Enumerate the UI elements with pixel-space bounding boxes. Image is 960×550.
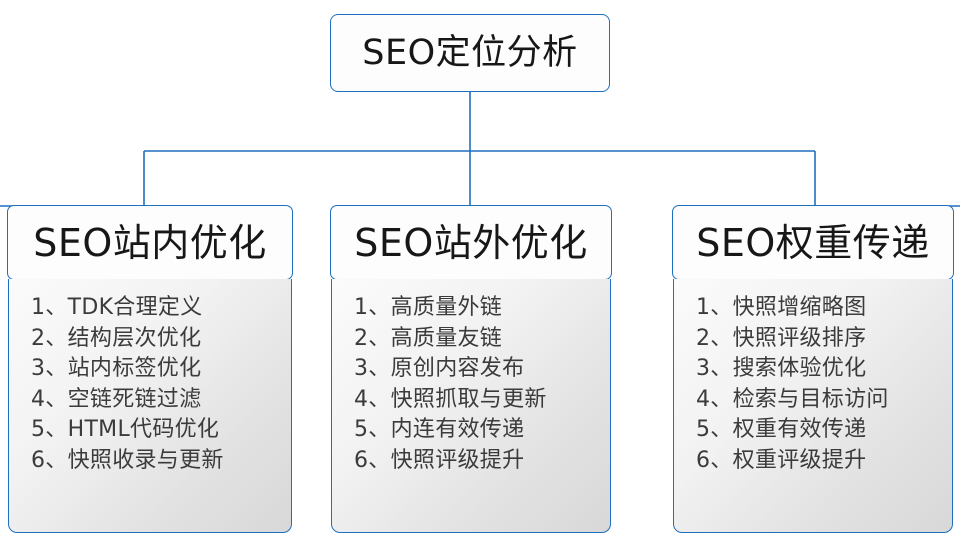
list-item: 6、快照评级提升 <box>354 447 525 473</box>
list-item: 1、TDK合理定义 <box>31 295 203 320</box>
branch-header-label-1: SEO站外优化 <box>354 220 588 265</box>
list-item: 2、快照评级排序 <box>696 325 867 351</box>
branch-body-0: 1、TDK合理定义 2、结构层次优化 3、站内标签优化 4、空链死链过滤 5、H… <box>8 279 292 533</box>
list-item: 5、内连有效传递 <box>354 417 525 442</box>
branch-body-2: 1、快照增缩略图 2、快照评级排序 3、搜索体验优化 4、检索与目标访问 5、权… <box>673 279 953 533</box>
branch-header-label-0: SEO站内优化 <box>33 220 267 265</box>
branch-header-1[interactable]: SEO站外优化 <box>330 205 612 280</box>
list-item: 3、搜索体验优化 <box>696 356 867 381</box>
list-item: 2、结构层次优化 <box>31 325 202 351</box>
list-item: 4、快照抓取与更新 <box>354 386 547 412</box>
branch-header-0[interactable]: SEO站内优化 <box>7 205 293 280</box>
branch-header-2[interactable]: SEO权重传递 <box>672 205 954 280</box>
list-item: 4、检索与目标访问 <box>696 386 889 412</box>
list-item: 4、空链死链过滤 <box>31 386 202 412</box>
branch-header-label-2: SEO权重传递 <box>696 220 930 265</box>
list-item: 6、权重评级提升 <box>696 447 867 473</box>
branch-body-1: 1、高质量外链 2、高质量友链 3、原创内容发布 4、快照抓取与更新 5、内连有… <box>331 279 611 533</box>
branch-list-2: 1、快照增缩略图 2、快照评级排序 3、搜索体验优化 4、检索与目标访问 5、权… <box>674 293 952 476</box>
branch-list-0: 1、TDK合理定义 2、结构层次优化 3、站内标签优化 4、空链死链过滤 5、H… <box>9 293 291 476</box>
list-item: 6、快照收录与更新 <box>31 447 224 473</box>
list-item: 3、站内标签优化 <box>31 356 202 381</box>
list-item: 5、权重有效传递 <box>696 417 867 442</box>
list-item: 5、HTML代码优化 <box>31 417 220 442</box>
list-item: 1、高质量外链 <box>354 295 503 320</box>
root-node-label: SEO定位分析 <box>362 32 578 73</box>
list-item: 1、快照增缩略图 <box>696 295 867 320</box>
list-item: 3、原创内容发布 <box>354 356 525 381</box>
list-item: 2、高质量友链 <box>354 325 503 351</box>
root-node[interactable]: SEO定位分析 <box>330 14 610 92</box>
branch-list-1: 1、高质量外链 2、高质量友链 3、原创内容发布 4、快照抓取与更新 5、内连有… <box>332 293 610 476</box>
